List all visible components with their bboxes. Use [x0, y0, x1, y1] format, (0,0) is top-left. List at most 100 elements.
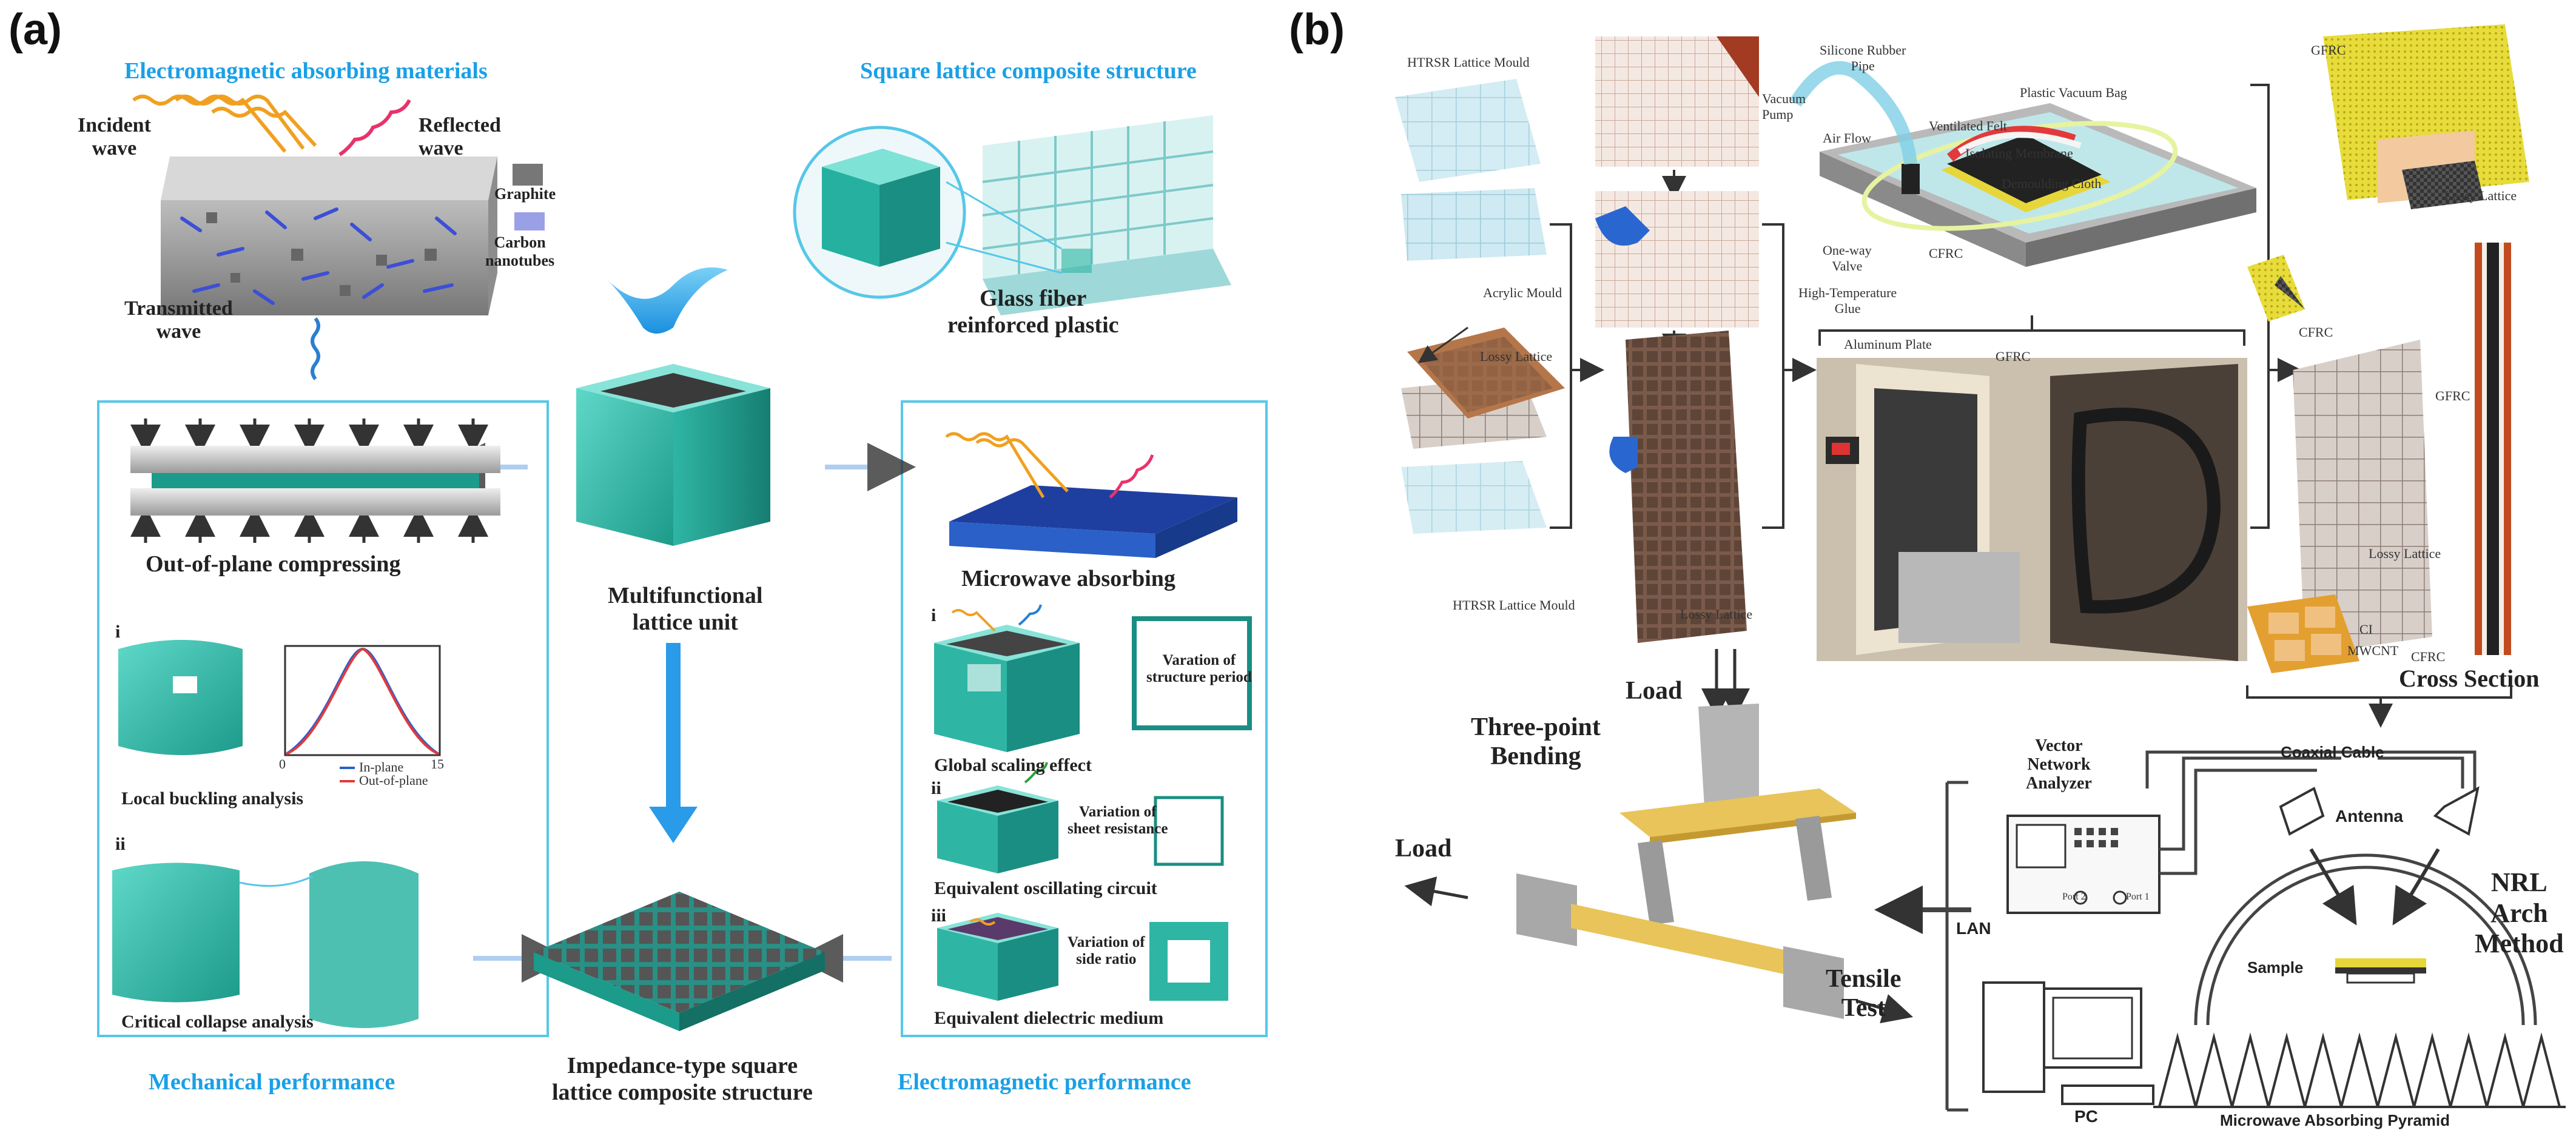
glass-fiber-lattice	[793, 115, 1231, 315]
label-air-flow: Air Flow	[1823, 130, 1872, 146]
tensile-fixture	[1404, 873, 1914, 1024]
acrylic-mould	[1401, 188, 1547, 261]
label-aluminum: Aluminum Plate	[1844, 337, 1932, 352]
label-acrylic: Acrylic Mould	[1483, 285, 1562, 300]
sample-stand	[2335, 958, 2426, 984]
chart-legend-inplane: In-plane	[359, 759, 404, 775]
mechanical-frame	[97, 400, 549, 1037]
label-plastic-bag: Plastic Vacuum Bag	[2020, 85, 2127, 100]
label-cfrc-3: CFRC	[2411, 649, 2446, 664]
collapse-cube-2	[309, 861, 419, 1028]
label-vna: Vector Network Analyzer	[2026, 736, 2092, 793]
vna	[2006, 815, 2161, 914]
impedance-lattice	[534, 892, 825, 1031]
chart-legend-outplane: Out-of-plane	[359, 773, 428, 788]
htrsr-mould-bottom	[1401, 461, 1547, 534]
square-lattice-title: Square lattice composite structure	[860, 58, 1197, 84]
label-roman-iii-em: iii	[931, 906, 947, 926]
label-lossy-4: Lossy Lattice	[2369, 546, 2441, 561]
mechanical-title: Mechanical performance	[149, 1069, 395, 1095]
label-silicone: Silicone Rubber Pipe	[1820, 42, 1906, 73]
label-reflected: Reflected wave	[419, 114, 501, 160]
cross-section-strip	[2475, 243, 2511, 655]
label-global: Global scaling effect	[934, 755, 1092, 775]
collapse-cube-1	[112, 862, 240, 1003]
label-lan: LAN	[1956, 919, 1991, 938]
panel-b-label: (b)	[1289, 5, 1345, 54]
label-var-period: Varation of structure period	[1146, 652, 1252, 685]
vacuum-bag-assembly	[1789, 61, 2256, 267]
label-gfrc-3: GFRC	[2435, 388, 2470, 403]
microwave-figure	[945, 432, 1237, 558]
nrl-arch	[2145, 750, 2537, 1026]
chart-x-tick-0: 0	[279, 756, 286, 772]
chart-x-tick-15: 15	[431, 756, 444, 772]
label-var-sheet: Variation of sheet resistance	[1068, 804, 1168, 837]
label-cfrc-2: CFRC	[2299, 324, 2333, 340]
label-sample: Sample	[2247, 958, 2304, 977]
label-port-2: Port 2	[2062, 892, 2086, 902]
ci-mwcnt-box	[2247, 594, 2359, 673]
label-cnt: Carbon nanotubes	[485, 234, 555, 269]
label-antenna: Antenna	[2335, 807, 2403, 825]
global-cube	[934, 604, 1252, 752]
label-roman-i-em: i	[931, 605, 937, 625]
electromagnetic-title: Electromagnetic performance	[898, 1069, 1191, 1095]
label-ci: CI	[2359, 622, 2373, 637]
label-microwave: Microwave absorbing	[961, 566, 1175, 591]
label-lossy-1: Lossy Lattice	[1480, 349, 1553, 364]
label-coaxial: Coaxial Cable	[2281, 743, 2384, 761]
label-incident: Incident wave	[78, 114, 151, 160]
oven-photo	[1817, 358, 2247, 661]
lossy-lattice-2	[1626, 331, 1747, 643]
panel-a-label: (a)	[8, 5, 62, 54]
label-lossy-2: Lossy Lattice	[1680, 607, 1753, 622]
antennas	[2279, 786, 2480, 926]
bending-fixture	[1619, 649, 1856, 925]
pyramids	[2153, 1032, 2566, 1108]
label-dielectric: Equivalent dielectric medium	[934, 1008, 1164, 1028]
label-gfrp: Glass fiber reinforced plastic	[947, 286, 1119, 338]
pc	[1982, 981, 2154, 1105]
composite-laminate	[2247, 24, 2529, 321]
label-collapse: Critical collapse analysis	[121, 1012, 314, 1032]
label-gfrc-1: GFRC	[1996, 349, 2031, 364]
buckling-chart	[284, 645, 441, 782]
label-load-2: Load	[1395, 835, 1452, 862]
label-htrsr-top: HTRSR Lattice Mould	[1407, 55, 1530, 70]
label-one-way: One-way Valve	[1823, 243, 1872, 274]
label-var-side: Variation of side ratio	[1068, 934, 1145, 967]
merge-arrow	[607, 267, 728, 334]
label-nrl: NRL Arch Method	[2475, 867, 2564, 959]
label-roman-ii-mech: ii	[115, 834, 126, 854]
label-cross-section: Cross Section	[2399, 665, 2540, 692]
label-pyramid: Microwave Absorbing Pyramid	[2220, 1111, 2450, 1129]
compress-figure	[130, 419, 500, 543]
label-impedance: Impedance-type square lattice composite …	[552, 1053, 813, 1105]
htrsr-mould-top	[1395, 79, 1541, 182]
label-transmitted: Transmitted wave	[124, 297, 233, 343]
label-gfrc-2: GFRC	[2311, 42, 2346, 58]
lattice-unit	[576, 364, 770, 546]
photo-mould	[1595, 36, 1759, 167]
label-graphite: Graphite	[494, 185, 556, 203]
label-tensile: Tensile Test	[1826, 965, 1902, 1023]
oscillating-cube	[937, 762, 1224, 873]
label-vent-felt: Ventilated Felt	[1929, 118, 2007, 133]
label-roman-ii-em: ii	[931, 778, 941, 798]
label-lattice-unit: Multifunctional lattice unit	[608, 583, 763, 635]
em-materials-title: Electromagnetic absorbing materials	[124, 58, 488, 84]
label-htrsr-bottom: HTRSR Lattice Mould	[1453, 597, 1575, 613]
label-mwcnt: MWCNT	[2347, 643, 2399, 658]
label-roman-i-mech: i	[115, 622, 121, 642]
label-three-point: Three-point Bending	[1471, 713, 1601, 771]
label-high-temp: High-Temperature Glue	[1798, 285, 1897, 316]
label-pc: PC	[2074, 1107, 2098, 1126]
label-lossy-3: Lossy Lattice	[2444, 188, 2517, 203]
dielectric-cube	[937, 913, 1228, 1001]
label-oscillating: Equivalent oscillating circuit	[934, 878, 1157, 898]
em-material-block	[161, 156, 545, 315]
label-demoulding: Demoulding Cloth	[2002, 176, 2102, 191]
electromagnetic-frame	[901, 400, 1268, 1037]
